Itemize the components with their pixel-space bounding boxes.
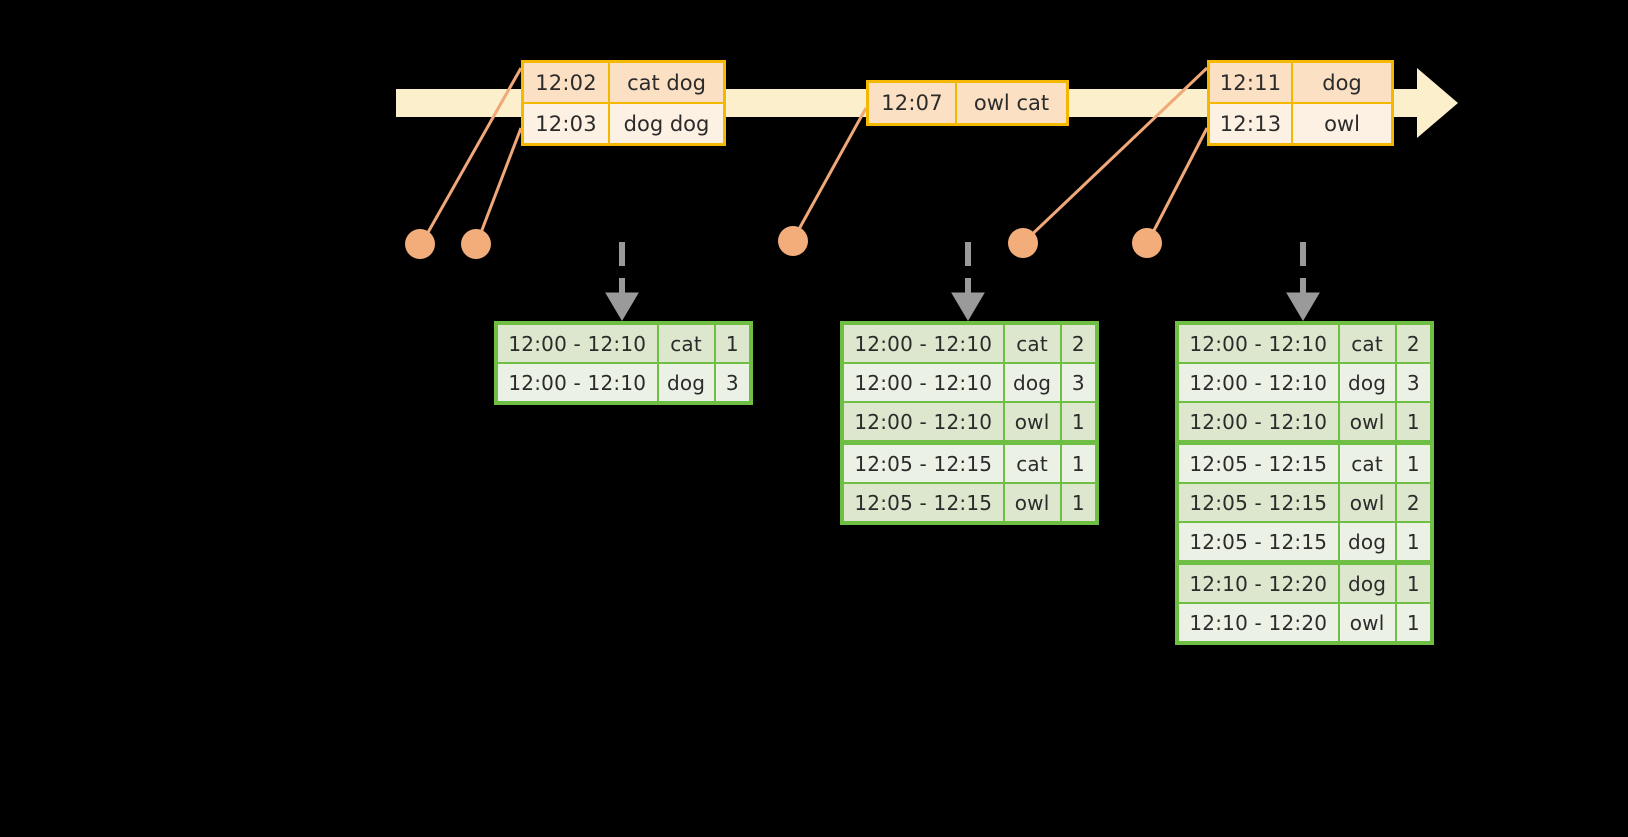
- flow-arrows: [605, 242, 1320, 321]
- cell-word: owl: [1339, 604, 1395, 641]
- flow-arrow-1: [605, 242, 639, 321]
- cell-window: 12:05 - 12:15: [1179, 445, 1338, 482]
- cell-count: 3: [1396, 364, 1430, 401]
- event-words: cat dog: [627, 70, 706, 95]
- event-words: owl: [1324, 111, 1360, 136]
- cell-count: 1: [715, 325, 749, 362]
- cell-word: dog: [1339, 364, 1395, 401]
- dot-12-07: [778, 226, 808, 256]
- cell-count: 1: [1396, 604, 1430, 641]
- event-row[interactable]: 12:11 dog: [1210, 63, 1391, 102]
- table-row[interactable]: 12:05 - 12:15 owl 2: [1179, 484, 1430, 521]
- cell-window: 12:00 - 12:10: [498, 325, 657, 362]
- table-row[interactable]: 12:10 - 12:20 owl 1: [1179, 604, 1430, 641]
- cell-window: 12:05 - 12:15: [844, 484, 1003, 521]
- table-row[interactable]: 12:00 - 12:10 cat 2: [1179, 325, 1430, 362]
- cell-count: 2: [1061, 325, 1095, 362]
- events-group-2[interactable]: 12:07 owl cat: [866, 80, 1069, 126]
- event-row[interactable]: 12:13 owl: [1210, 102, 1391, 143]
- cell-window: 12:00 - 12:10: [1179, 403, 1338, 440]
- cell-count: 1: [1396, 565, 1430, 602]
- event-time: 12:02: [524, 63, 610, 102]
- event-words: owl cat: [973, 91, 1050, 115]
- cell-window: 12:10 - 12:20: [1179, 604, 1338, 641]
- table-row[interactable]: 12:00 - 12:10 owl 1: [844, 403, 1095, 440]
- table-row[interactable]: 12:00 - 12:10 cat 2: [844, 325, 1095, 362]
- event-time: 12:07: [869, 83, 957, 123]
- events-group-1[interactable]: 12:02 cat dog 12:03 dog dog: [521, 60, 726, 146]
- cell-word: cat: [658, 325, 714, 362]
- cell-count: 1: [1396, 523, 1430, 560]
- table-row[interactable]: 12:05 - 12:15 owl 1: [844, 484, 1095, 521]
- dot-12-03: [461, 229, 491, 259]
- cell-word: owl: [1004, 403, 1060, 440]
- events-group-3[interactable]: 12:11 dog 12:13 owl: [1207, 60, 1394, 146]
- cell-word: cat: [1339, 445, 1395, 482]
- table-row[interactable]: 12:05 - 12:15 cat 1: [1179, 445, 1430, 482]
- cell-word: dog: [1339, 565, 1395, 602]
- cell-word: dog: [1004, 364, 1060, 401]
- result-table-3[interactable]: 12:00 - 12:10 cat 2 12:00 - 12:10 dog 3 …: [1175, 321, 1434, 645]
- cell-word: cat: [1004, 445, 1060, 482]
- table-row[interactable]: 12:05 - 12:15 cat 1: [844, 445, 1095, 482]
- result-table-1[interactable]: 12:00 - 12:10 cat 1 12:00 - 12:10 dog 3: [494, 321, 753, 405]
- cell-count: 3: [715, 364, 749, 401]
- table-row[interactable]: 12:00 - 12:10 owl 1: [1179, 403, 1430, 440]
- event-time: 12:13: [1210, 104, 1293, 143]
- event-words: dog dog: [623, 111, 710, 136]
- table-row[interactable]: 12:00 - 12:10 cat 1: [498, 325, 749, 362]
- cell-word: cat: [1004, 325, 1060, 362]
- cell-word: cat: [1339, 325, 1395, 362]
- dot-12-11: [1008, 228, 1038, 258]
- cell-word: dog: [658, 364, 714, 401]
- cell-word: owl: [1339, 484, 1395, 521]
- result-table-2[interactable]: 12:00 - 12:10 cat 2 12:00 - 12:10 dog 3 …: [840, 321, 1099, 525]
- cell-window: 12:05 - 12:15: [844, 445, 1003, 482]
- cell-count: 1: [1396, 403, 1430, 440]
- flow-arrow-3: [1286, 242, 1320, 321]
- cell-count: 1: [1061, 484, 1095, 521]
- cell-word: dog: [1339, 523, 1395, 560]
- table-row[interactable]: 12:00 - 12:10 dog 3: [1179, 364, 1430, 401]
- dot-12-13: [1132, 228, 1162, 258]
- cell-word: owl: [1004, 484, 1060, 521]
- event-time: 12:03: [524, 104, 610, 143]
- cell-window: 12:00 - 12:10: [498, 364, 657, 401]
- dot-12-02: [405, 229, 435, 259]
- cell-count: 1: [1061, 445, 1095, 482]
- event-words: dog: [1322, 70, 1362, 95]
- cell-count: 1: [1061, 403, 1095, 440]
- cell-window: 12:00 - 12:10: [1179, 364, 1338, 401]
- table-row[interactable]: 12:00 - 12:10 dog 3: [844, 364, 1095, 401]
- table-row[interactable]: 12:05 - 12:15 dog 1: [1179, 523, 1430, 560]
- event-row[interactable]: 12:02 cat dog: [524, 63, 723, 102]
- event-time: 12:11: [1210, 63, 1293, 102]
- cell-count: 3: [1061, 364, 1095, 401]
- event-row[interactable]: 12:03 dog dog: [524, 102, 723, 143]
- cell-window: 12:00 - 12:10: [1179, 325, 1338, 362]
- cell-window: 12:10 - 12:20: [1179, 565, 1338, 602]
- cell-word: owl: [1339, 403, 1395, 440]
- flow-arrow-2: [951, 242, 985, 321]
- cell-window: 12:00 - 12:10: [844, 403, 1003, 440]
- event-row[interactable]: 12:07 owl cat: [869, 83, 1066, 123]
- cell-count: 1: [1396, 445, 1430, 482]
- cell-window: 12:00 - 12:10: [844, 364, 1003, 401]
- cell-window: 12:00 - 12:10: [844, 325, 1003, 362]
- cell-window: 12:05 - 12:15: [1179, 484, 1338, 521]
- table-row[interactable]: 12:00 - 12:10 dog 3: [498, 364, 749, 401]
- connector-dots: [405, 226, 1162, 259]
- table-row[interactable]: 12:10 - 12:20 dog 1: [1179, 565, 1430, 602]
- cell-count: 2: [1396, 325, 1430, 362]
- cell-window: 12:05 - 12:15: [1179, 523, 1338, 560]
- cell-count: 2: [1396, 484, 1430, 521]
